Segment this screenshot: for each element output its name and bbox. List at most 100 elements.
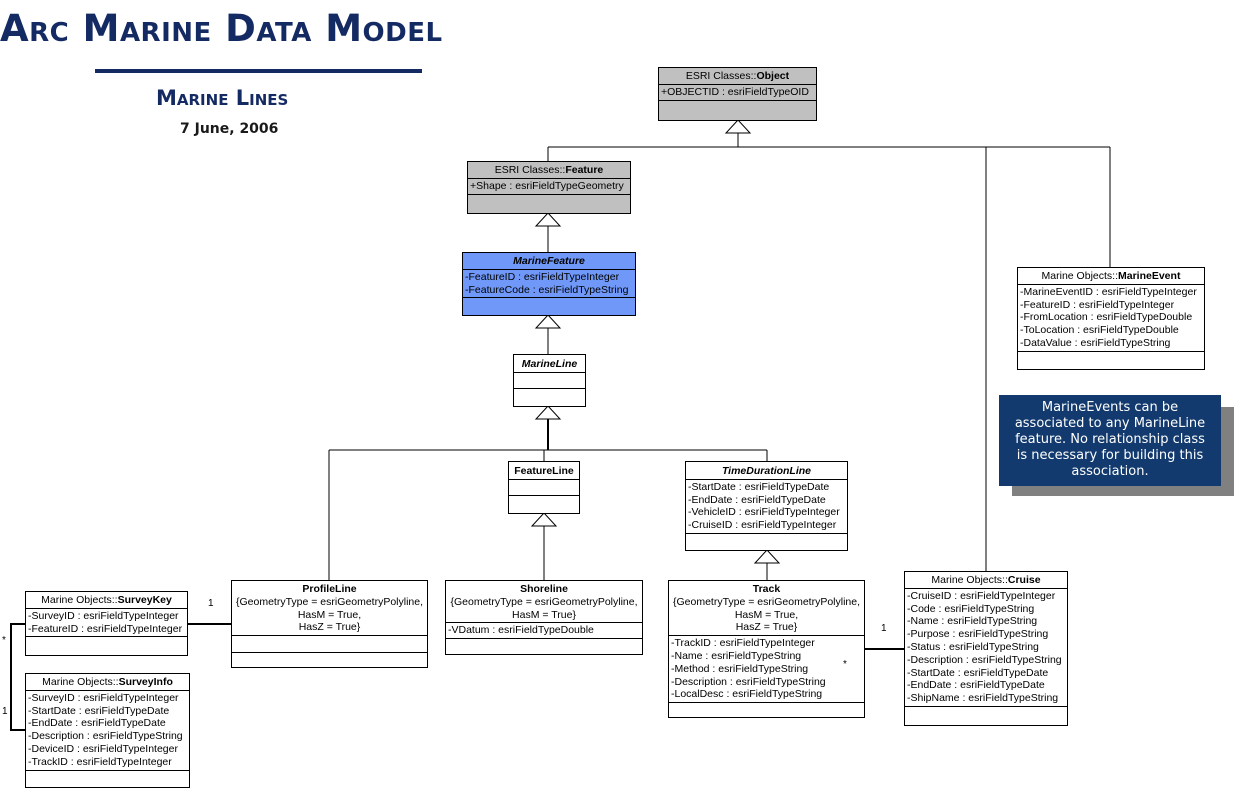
attribute: -TrackID : esriFieldTypeInteger [671, 637, 815, 650]
operation-section [509, 494, 579, 511]
class-prefix: Marine Objects:: [41, 594, 118, 606]
attribute: -Purpose : esriFieldTypeString [907, 628, 1049, 641]
attribute: -ToLocation : esriFieldTypeDouble [1020, 324, 1179, 337]
class-prefix: ESRI Classes:: [494, 164, 566, 176]
attribute: -EndDate : esriFieldTypeDate [28, 717, 166, 730]
class-survey-key: Marine Objects::SurveyKey -SurveyID : es… [25, 591, 188, 656]
attribute-list: -VDatum : esriFieldTypeDouble [446, 622, 642, 638]
multiplicity-surveykey-many: * [2, 635, 6, 646]
multiplicity-track-many: * [843, 659, 847, 670]
attribute: -Name : esriFieldTypeString [907, 615, 1038, 628]
operation-section [659, 99, 816, 116]
attribute: -Description : esriFieldTypeString [671, 675, 826, 688]
class-cruise: Marine Objects::Cruise -CruiseID : esriF… [904, 571, 1068, 726]
class-name: FeatureLine [514, 465, 574, 477]
attribute: -Description : esriFieldTypeString [28, 730, 183, 743]
title-underline [95, 69, 422, 73]
operation-section [514, 387, 585, 404]
class-prefix: Marine Objects:: [931, 574, 1008, 586]
operation-section [905, 705, 1067, 721]
class-name: Cruise [1007, 574, 1041, 586]
attribute: -DataValue : esriFieldTypeString [1020, 336, 1171, 349]
operation-section [26, 636, 187, 652]
constraint: HasZ = True} [298, 621, 361, 634]
attribute: -FeatureID : esriFieldTypeInteger [1020, 298, 1175, 311]
featureline-generalization-arrow [530, 512, 558, 527]
marinefeature-generalization-arrow [534, 314, 562, 329]
attribute: -TrackID : esriFieldTypeInteger [28, 755, 172, 768]
feature-generalization-arrow [534, 212, 562, 227]
attribute: -Description : esriFieldTypeString [907, 653, 1062, 666]
association-note: MarineEvents can be associated to any Ma… [999, 395, 1221, 486]
diagram-subtitle: Marine Lines [156, 86, 289, 110]
class-name: Object [756, 70, 790, 82]
class-name: MarineLine [521, 358, 578, 370]
attribute: -SurveyID : esriFieldTypeInteger [28, 609, 179, 622]
surveykey-surveyinfo-association [10, 623, 25, 731]
attribute: -Name : esriFieldTypeString [671, 649, 802, 662]
class-name: Shoreline [520, 583, 568, 595]
class-prefix: Marine Objects:: [42, 676, 119, 688]
attribute: -SurveyID : esriFieldTypeInteger [28, 691, 179, 704]
class-survey-info: Marine Objects::SurveyInfo -SurveyID : e… [25, 673, 190, 788]
operation-section [26, 769, 189, 785]
class-object: ESRI Classes::Object +OBJECTID : esriFie… [658, 67, 817, 121]
timedurationline-generalization-arrow [753, 549, 781, 564]
constraint: {GeometryType = esriGeometryPolyline, [672, 595, 861, 608]
class-name: MarineEvent [1118, 270, 1181, 282]
attribute: +OBJECTID : esriFieldTypeOID [661, 85, 809, 98]
attribute: -StartDate : esriFieldTypeDate [28, 704, 170, 717]
multiplicity-cruise-one: 1 [881, 623, 887, 634]
attribute: -DeviceID : esriFieldTypeInteger [28, 742, 178, 755]
attribute-list: -FeatureID : esriFieldTypeInteger -Featu… [463, 268, 635, 298]
attribute: -CruiseID : esriFieldTypeInteger [688, 519, 837, 532]
operation-section [1018, 350, 1204, 366]
attribute: -Code : esriFieldTypeString [907, 602, 1035, 615]
class-marine-feature: MarineFeature -FeatureID : esriFieldType… [462, 252, 636, 316]
class-prefix: ESRI Classes:: [685, 70, 757, 82]
class-name: Track [752, 583, 781, 595]
attribute: -EndDate : esriFieldTypeDate [907, 679, 1045, 692]
attribute-list: -SurveyID : esriFieldTypeInteger -Featur… [26, 607, 187, 637]
attribute-list: -CruiseID : esriFieldTypeInteger -Code :… [905, 587, 1067, 706]
attribute: -FeatureID : esriFieldTypeInteger [465, 270, 620, 283]
class-name: SurveyInfo [118, 676, 173, 688]
class-name: ProfileLine [302, 583, 357, 595]
attribute: -FeatureID : esriFieldTypeInteger [28, 622, 183, 635]
attribute-list [514, 371, 585, 388]
attribute: -CruiseID : esriFieldTypeInteger [907, 589, 1056, 602]
object-generalization-arrow [724, 119, 752, 134]
class-name: Feature [565, 164, 604, 176]
class-name: SurveyKey [117, 594, 172, 606]
attribute: -ShipName : esriFieldTypeString [907, 692, 1059, 705]
attribute-list [509, 478, 579, 495]
constraint: {GeometryType = esriGeometryPolyline, [235, 595, 424, 608]
attribute-list [232, 635, 427, 652]
attribute-list: -StartDate : esriFieldTypeDate -EndDate … [686, 478, 847, 533]
attribute: -Status : esriFieldTypeString [907, 640, 1039, 653]
attribute: -VDatum : esriFieldTypeDouble [448, 624, 594, 637]
operation-section [669, 702, 864, 717]
attribute-list: +Shape : esriFieldTypeGeometry [468, 177, 630, 194]
operation-section [463, 297, 635, 313]
attribute: -MarineEventID : esriFieldTypeInteger [1020, 285, 1197, 298]
diagram-title: Arc Marine Data Model [0, 7, 443, 50]
marineline-generalization-arrow [534, 405, 562, 420]
operation-section [686, 532, 847, 548]
class-profile-line: ProfileLine {GeometryType = esriGeometry… [231, 580, 428, 668]
attribute: -VehicleID : esriFieldTypeInteger [688, 506, 840, 519]
class-name: TimeDurationLine [721, 465, 812, 477]
class-track: Track {GeometryType = esriGeometryPolyli… [668, 580, 865, 718]
constraint: HasM = True, [297, 608, 362, 621]
multiplicity-surveyinfo-one: 1 [2, 706, 8, 717]
operation-section [468, 193, 630, 210]
attribute: -EndDate : esriFieldTypeDate [688, 493, 826, 506]
class-feature: ESRI Classes::Feature +Shape : esriField… [467, 161, 631, 214]
class-prefix: Marine Objects:: [1041, 270, 1118, 282]
attribute: -LocalDesc : esriFieldTypeString [671, 688, 823, 701]
diagram-date: 7 June, 2006 [180, 121, 279, 137]
attribute: +Shape : esriFieldTypeGeometry [470, 179, 624, 192]
constraint: HasZ = True} [735, 621, 798, 634]
attribute-list: -MarineEventID : esriFieldTypeInteger -F… [1018, 283, 1204, 351]
